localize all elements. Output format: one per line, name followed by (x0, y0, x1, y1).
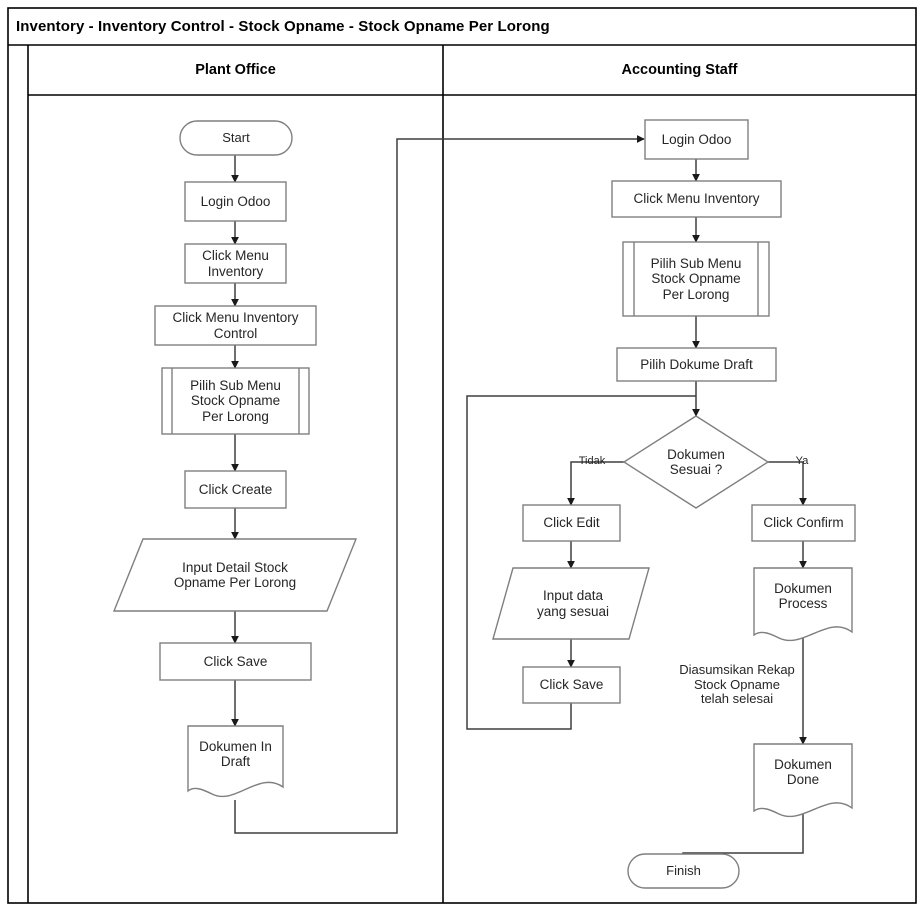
edge-decision-tidak (567, 461, 624, 506)
node-click-confirm (751, 504, 856, 542)
nodes (112, 119, 856, 889)
node-dokumen-done (753, 743, 853, 818)
node-dokumen-process (753, 567, 853, 642)
node-dokumen-sesuai (622, 415, 770, 509)
node-submenu-right (622, 241, 770, 317)
node-click-save-right (522, 666, 621, 704)
node-input-detail (112, 538, 358, 612)
node-click-save-left (159, 642, 312, 681)
lane-header-accounting-staff: Accounting Staff (621, 62, 738, 78)
lane-header-plant-office: Plant Office (195, 62, 276, 78)
page-title: Inventory - Inventory Control - Stock Op… (16, 18, 550, 35)
node-finish (627, 853, 740, 889)
node-start (179, 120, 293, 156)
edge-draft-to-login-right (234, 135, 645, 834)
node-dokumen-in-draft (187, 725, 284, 797)
edge-decision-ya (768, 461, 807, 506)
node-input-data (492, 567, 650, 640)
node-login-left (184, 181, 287, 222)
node-menu-inventory-right (611, 180, 782, 218)
node-click-edit (522, 504, 621, 542)
node-menu-inventory-control (154, 305, 317, 346)
node-login-right (644, 119, 749, 160)
node-submenu-left (161, 367, 310, 435)
node-click-create (184, 470, 287, 509)
node-menu-inventory-left (184, 243, 287, 284)
node-pilih-dokumen-draft (616, 347, 777, 382)
frame-outline (7, 7, 917, 904)
edge-saveR-loopback (466, 395, 696, 730)
